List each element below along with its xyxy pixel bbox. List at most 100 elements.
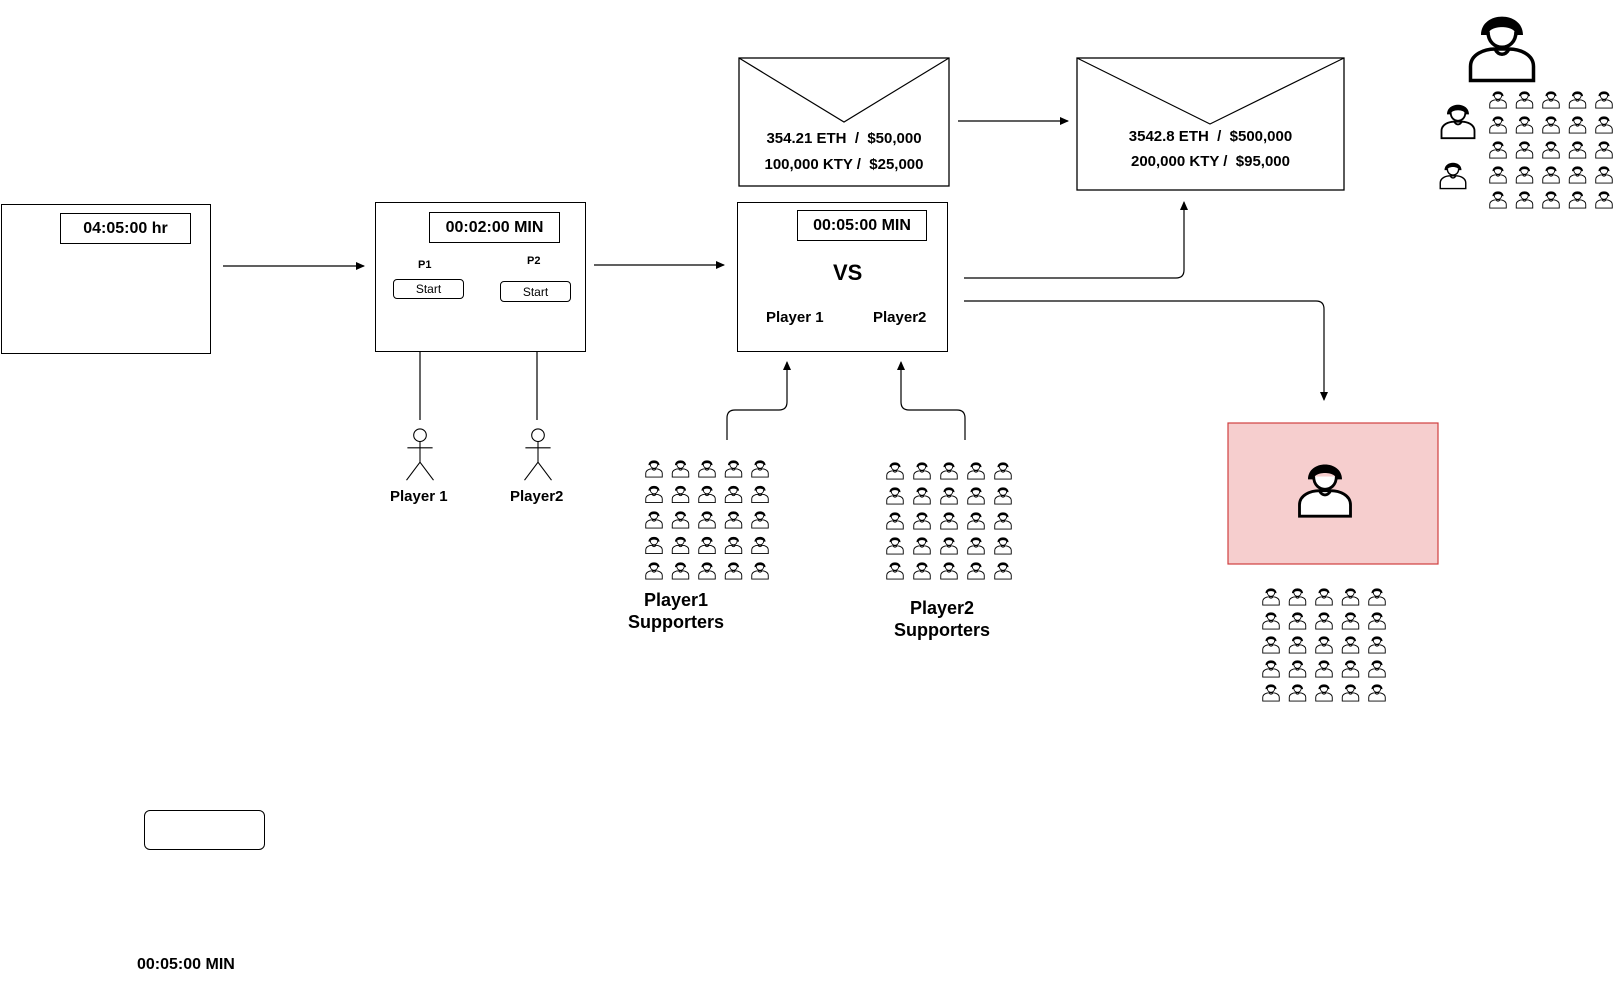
winner-supporter-user-icon [1288,611,1307,630]
winner-supporter-user-icon [1288,635,1307,654]
winner-supporter-user-icon [1341,635,1360,654]
player1-label: Player 1 [390,488,448,505]
winner-supporter-user-icon [1315,635,1333,654]
vs-label: VS [833,260,863,285]
top-supporter-user-icon [1515,165,1534,184]
player1-supporter-user-icon [645,536,663,555]
top-supporter-user-icon [1489,190,1507,209]
player2-supporter-user-icon [886,461,904,480]
player1-supporter-user-icon [698,459,716,478]
player1-supporter-user-icon [724,561,743,580]
player1-supporter-user-icon [671,561,690,580]
player2-supporter-user-icon [886,561,904,580]
top-user-icon [1471,17,1534,81]
player1-supporter-user-icon [671,485,690,504]
winner-supporter-user-icon [1368,587,1386,606]
top-supporter-user-icon [1595,115,1613,134]
winner-supporter-user-icon [1262,635,1280,654]
top-supporter-user-icon [1568,165,1587,184]
p2-start-button[interactable]: Start [500,281,571,302]
player1-supporter-user-icon [698,485,716,504]
player2-supporter-user-icon [967,461,985,480]
p2-label: P2 [527,255,541,267]
blank-button[interactable] [144,810,265,850]
player1-supporter-user-icon [645,459,663,478]
player1-supporter-user-icon [724,510,743,529]
user-icon [1439,162,1467,190]
player1-supporter-user-icon [751,459,769,478]
winner-supporter-user-icon [1262,611,1280,630]
player2-supporter-user-icon [913,536,931,555]
top-supporter-user-icon [1515,140,1534,159]
player2-supporter-user-icon [940,561,958,580]
player2-supporter-user-icon [967,561,985,580]
player2-supporter-user-icon [994,461,1012,480]
player1-supporter-user-icon [671,536,690,555]
player2-label: Player2 [510,488,564,505]
winner-supporter-user-icon [1368,683,1386,702]
top-supporter-user-icon [1595,90,1613,109]
top-supporter-user-icon [1515,190,1534,209]
pot-large-line2: 200,000 KTY / $95,000 [1130,153,1290,170]
winner-supporter-user-icon [1341,659,1360,678]
player2-supporter-user-icon [913,561,931,580]
player2-stick-figure-icon [523,428,553,481]
winner-supporter-user-icon [1288,683,1307,702]
player1-supporter-user-icon [698,510,716,529]
player1-supporter-user-icon [751,485,769,504]
player1-supporter-user-icon [698,536,716,555]
top-supporter-user-icon [1595,140,1613,159]
p1-start-button[interactable]: Start [393,279,464,299]
top-supporter-user-icon [1489,165,1507,184]
player2-supporter-user-icon [994,536,1012,555]
winner-supporter-user-icon [1262,683,1280,702]
player2-supporter-user-icon [967,511,985,530]
player1-supporter-user-icon [724,459,743,478]
winner-supporter-user-icon [1368,611,1386,630]
pot-large-envelope [1076,57,1345,191]
top-supporter-user-icon [1568,90,1587,109]
winner-supporter-user-icon [1288,587,1307,606]
top-supporter-user-icon [1568,190,1587,209]
winner-supporter-user-icon [1341,683,1360,702]
top-supporter-user-icon [1542,90,1560,109]
stage3-timer: 00:05:00 MIN [797,210,927,241]
winner-supporter-user-icon [1315,683,1333,702]
top-supporter-user-icon [1595,165,1613,184]
player2-supporter-user-icon [994,511,1012,530]
player2-supporter-user-icon [994,486,1012,505]
player1-supporter-user-icon [751,510,769,529]
player2-supporter-user-icon [913,511,931,530]
winner-supporter-user-icon [1368,635,1386,654]
top-supporter-user-icon [1515,90,1534,109]
player2-supporter-user-icon [940,536,958,555]
winner-supporter-user-icon [1262,659,1280,678]
player2-supporter-user-icon [886,511,904,530]
flow-arrows [223,117,1328,440]
player2-supporters-label: Player2 Supporters [894,598,991,640]
winner-supporter-user-icon [1262,587,1280,606]
top-supporter-user-icon [1489,115,1507,134]
winner-supporter-user-icon [1341,611,1360,630]
top-supporter-user-icon [1515,115,1534,134]
top-supporter-user-icon [1489,140,1507,159]
player2-supporter-user-icon [967,486,985,505]
winner-supporter-user-icon [1341,587,1360,606]
winner-supporter-user-icon [1315,611,1333,630]
top-supporter-user-icon [1568,115,1587,134]
winner-supporter-user-icon [1315,659,1333,678]
player2-supporter-user-icon [994,561,1012,580]
player2-supporter-user-icon [913,461,931,480]
top-supporter-user-icon [1542,190,1560,209]
pot-small-line1: 354.21 ETH / $50,000 [766,130,922,147]
fight-player1-label: Player 1 [766,309,824,326]
top-supporter-user-icon [1568,140,1587,159]
pot-small-line2: 100,000 KTY / $25,000 [764,156,924,173]
player1-supporter-user-icon [645,561,663,580]
winner-supporter-user-icon [1288,659,1307,678]
player1-supporter-user-icon [671,459,690,478]
player1-supporter-user-icon [645,510,663,529]
player2-supporter-user-icon [967,536,985,555]
pot-small-envelope [738,57,950,187]
